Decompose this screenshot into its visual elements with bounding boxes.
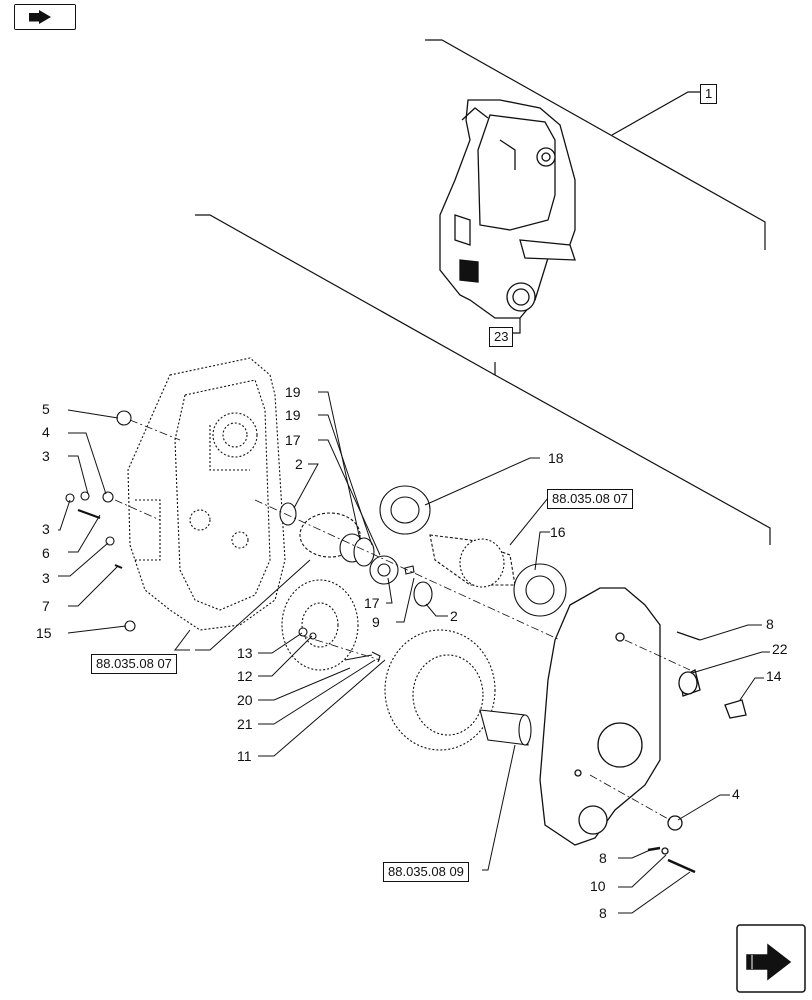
nav-back-button[interactable]	[14, 4, 76, 30]
callout-8-b[interactable]: 8	[599, 850, 607, 866]
reference-88-035-08-07-top[interactable]: 88.035.08 07	[547, 489, 633, 509]
callout-2-b[interactable]: 2	[450, 608, 458, 624]
callout-2-a[interactable]: 2	[295, 456, 303, 472]
callout-22[interactable]: 22	[772, 641, 788, 657]
callout-3-b[interactable]: 3	[42, 521, 50, 537]
callout-5[interactable]: 5	[42, 401, 50, 417]
callout-23[interactable]: 23	[489, 327, 514, 347]
callout-4-right[interactable]: 4	[732, 786, 740, 802]
reference-88-035-08-07-left[interactable]: 88.035.08 07	[91, 654, 177, 674]
leader-lines	[58, 391, 770, 914]
callout-18[interactable]: 18	[548, 450, 564, 466]
callout-8-a[interactable]: 8	[766, 616, 774, 632]
callout-4-left[interactable]: 4	[42, 424, 50, 440]
callout-16[interactable]: 16	[550, 524, 566, 540]
callout-21[interactable]: 21	[237, 716, 253, 732]
callout-10[interactable]: 10	[590, 878, 606, 894]
callout-13[interactable]: 13	[237, 645, 253, 661]
callout-20[interactable]: 20	[237, 692, 253, 708]
small-parts	[65, 410, 136, 632]
callout-17-b[interactable]: 17	[364, 595, 380, 611]
callout-3-c[interactable]: 3	[42, 570, 50, 586]
callout-6[interactable]: 6	[42, 545, 50, 561]
callout-11[interactable]: 11	[237, 748, 252, 764]
arrow-left-icon	[15, 5, 75, 29]
callout-3-a[interactable]: 3	[42, 448, 50, 464]
callout-19-a[interactable]: 19	[285, 384, 301, 400]
callout-8-c[interactable]: 8	[599, 905, 607, 921]
group-bracket-line-top	[425, 39, 766, 250]
nav-forward-button[interactable]	[737, 925, 805, 992]
clutch-drawing	[281, 579, 532, 751]
forward-nav-arrow-graphic	[736, 924, 806, 993]
callout-15[interactable]: 15	[36, 625, 52, 641]
callout-7[interactable]: 7	[42, 598, 50, 614]
callout-12[interactable]: 12	[237, 668, 253, 684]
group-bracket-line-main	[494, 374, 771, 545]
assembled-gearbox-drawing	[439, 99, 576, 319]
reference-88-035-08-09-bottom[interactable]: 88.035.08 09	[383, 862, 469, 882]
callout-17-a[interactable]: 17	[285, 432, 301, 448]
callout-1[interactable]: 1	[700, 84, 718, 104]
left-housing-drawing	[127, 357, 286, 631]
right-cover-drawing	[539, 587, 747, 874]
gear-shaft-parts	[279, 485, 567, 617]
callout-19-b[interactable]: 19	[285, 407, 301, 423]
callout-14[interactable]: 14	[766, 668, 782, 684]
callout-9[interactable]: 9	[372, 614, 380, 630]
